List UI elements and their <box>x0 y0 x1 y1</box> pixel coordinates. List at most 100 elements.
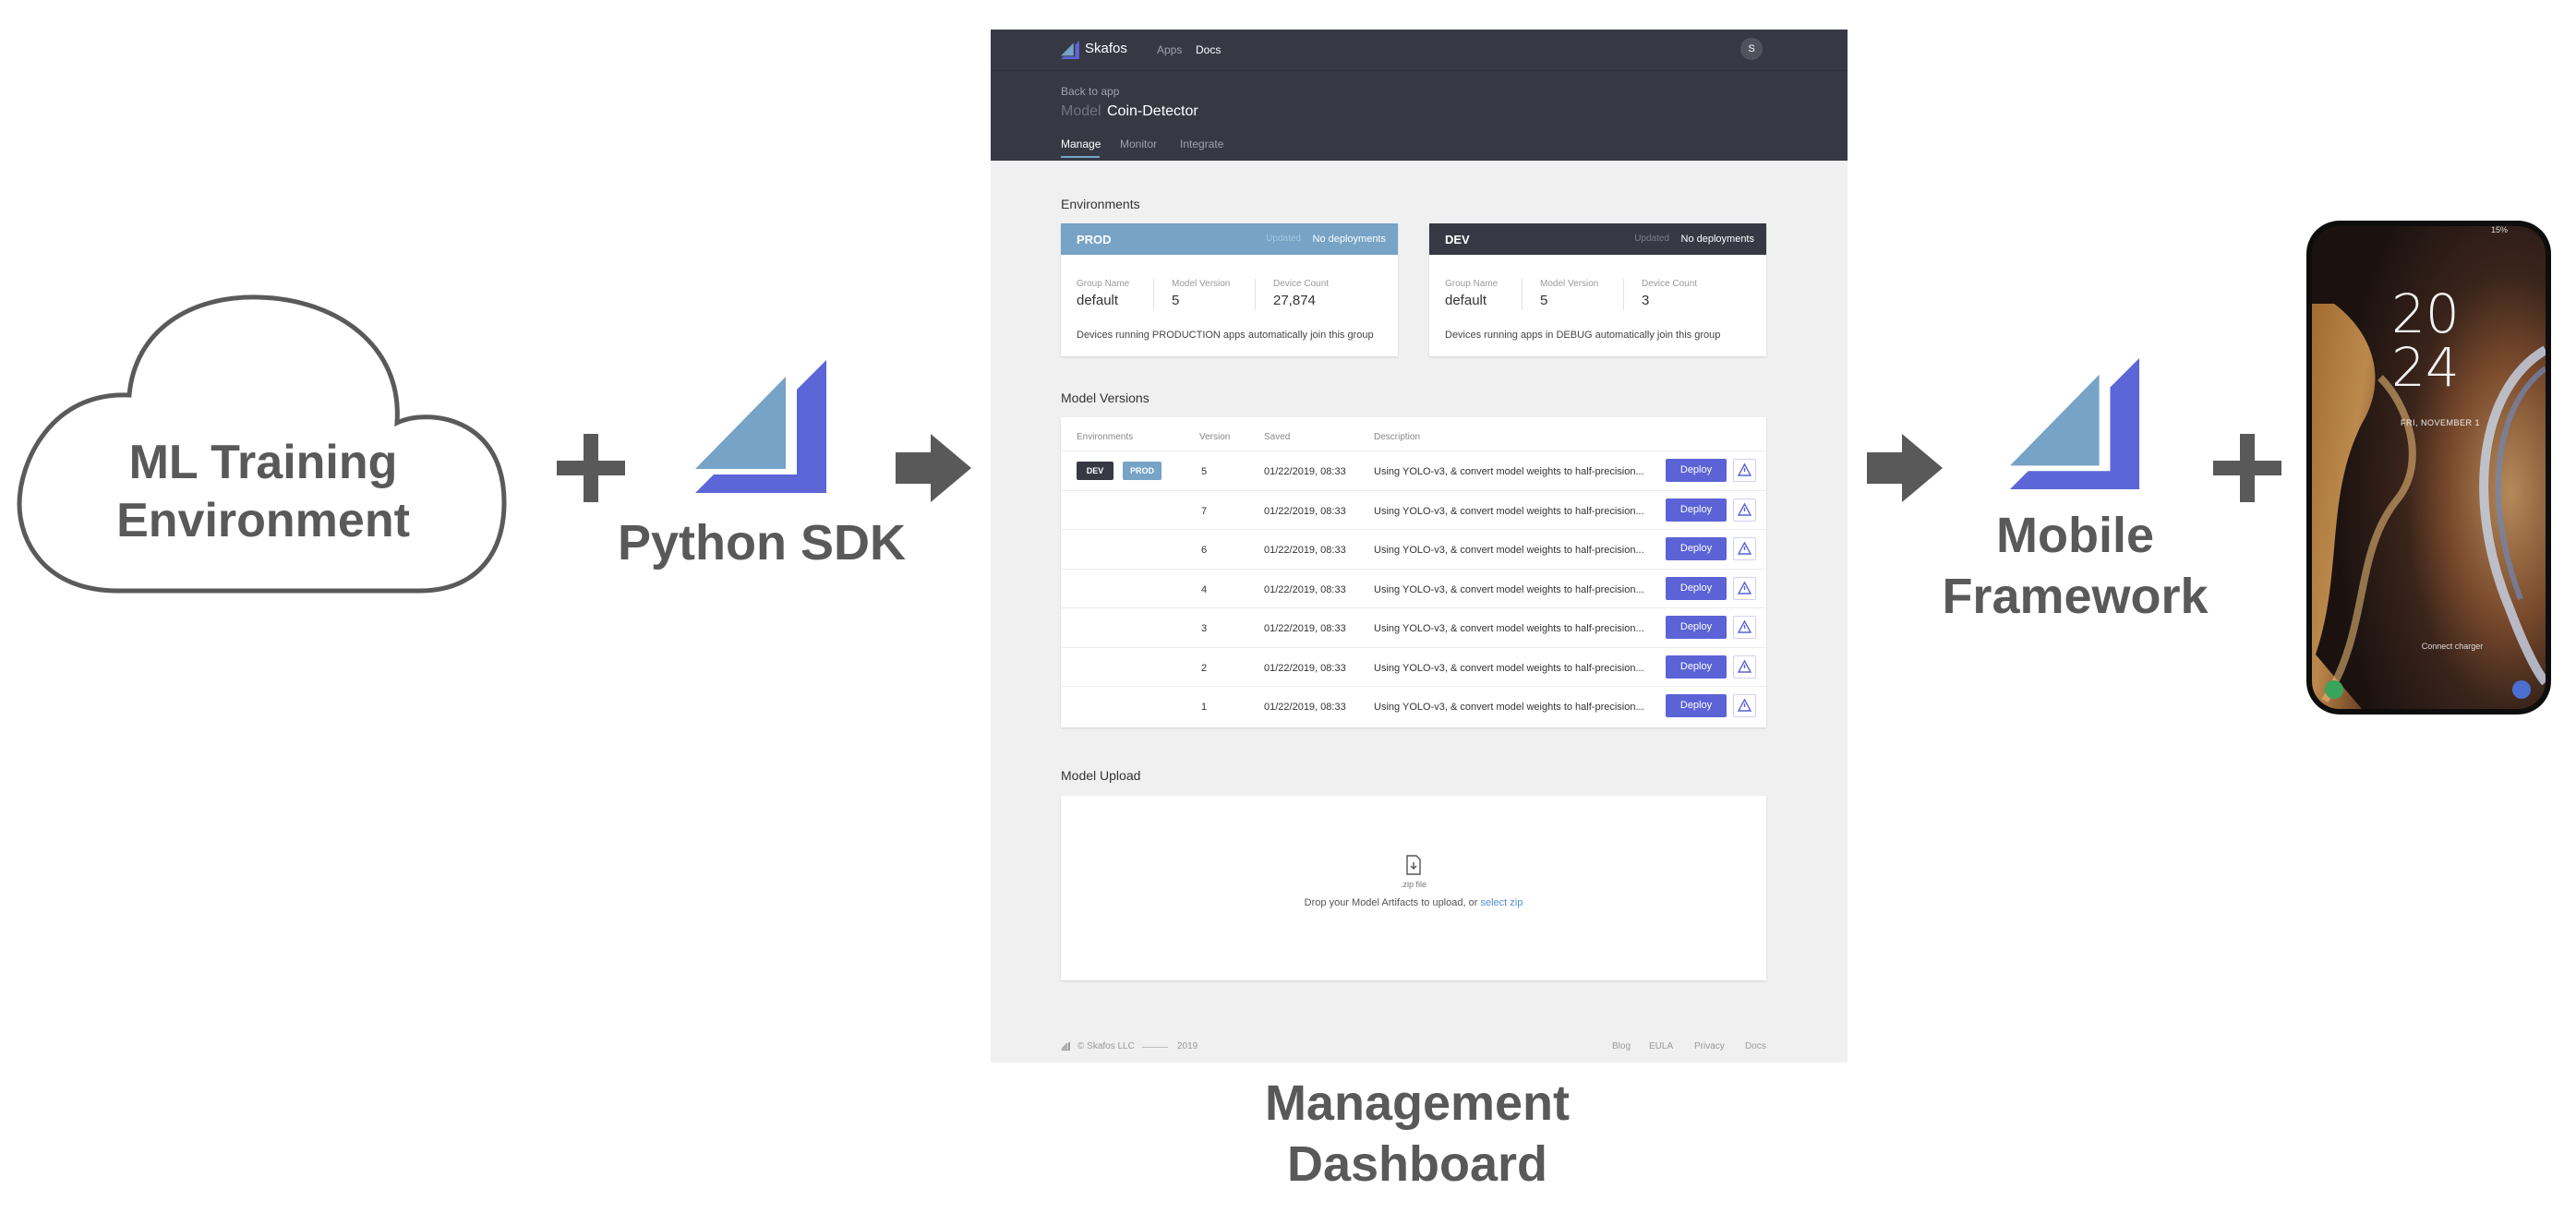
env-note: Devices running PRODUCTION apps automati… <box>1077 330 1374 341</box>
ml-training-label: ML Training Environment <box>55 434 471 551</box>
deploy-button[interactable]: Deploy <box>1666 498 1727 522</box>
ml-training-line-2: Environment <box>116 494 410 548</box>
footer-link-blog[interactable]: Blog <box>1612 1041 1631 1051</box>
upload-instructions: Drop your Model Artifacts to upload, or … <box>1061 897 1766 908</box>
version-cell: 2 <box>1201 662 1208 674</box>
skafos-footer-logo-icon <box>1061 1041 1070 1051</box>
plus-icon <box>557 434 625 502</box>
skafos-logo-icon <box>1061 41 1079 59</box>
saved-cell: 01/22/2019, 08:33 <box>1264 662 1346 674</box>
zip-file-icon <box>1406 855 1421 875</box>
smartphone-lockscreen: 15% 20 24 FRI, NOVEMBER 1 Connect charge… <box>2306 221 2551 715</box>
warning-icon[interactable] <box>1733 616 1756 639</box>
description-cell: Using YOLO-v3, & convert model weights t… <box>1374 702 1644 713</box>
footer-link-docs[interactable]: Docs <box>1745 1041 1766 1051</box>
arrow-right-icon <box>1867 434 1943 502</box>
column-header-saved: Saved <box>1264 432 1291 442</box>
model-version-value: 5 <box>1540 293 1548 308</box>
description-cell: Using YOLO-v3, & convert model weights t… <box>1374 583 1644 595</box>
model-version-label: Model Version <box>1172 279 1231 289</box>
lockscreen-date: FRI, NOVEMBER 1 <box>2400 418 2480 427</box>
environments-title: Environments <box>1061 197 1140 211</box>
env-card-header: PROD Updated No deployments <box>1061 223 1398 255</box>
battery-status: 15% <box>2491 225 2509 234</box>
tab-integrate[interactable]: Integrate <box>1180 138 1224 150</box>
env-name: DEV <box>1445 233 1470 246</box>
management-line-1: Management <box>1264 1075 1571 1131</box>
zip-file-label: .zip file <box>1400 880 1426 889</box>
warning-icon[interactable] <box>1733 459 1756 482</box>
device-count-value: 27,874 <box>1273 293 1316 308</box>
deploy-status: No deployments <box>1680 234 1755 245</box>
deploy-button[interactable]: Deploy <box>1666 576 1727 600</box>
tab-monitor[interactable]: Monitor <box>1120 138 1158 150</box>
deploy-button[interactable]: Deploy <box>1666 459 1727 482</box>
nav-apps[interactable]: Apps <box>1157 43 1183 56</box>
arrow-right-icon <box>896 434 971 502</box>
divider <box>1522 279 1523 310</box>
deploy-button[interactable]: Deploy <box>1666 655 1727 679</box>
back-link[interactable]: Back to app <box>1061 85 1120 98</box>
charge-note: Connect charger <box>2421 642 2484 651</box>
upload-dropzone[interactable]: .zip file Drop your Model Artifacts to u… <box>1061 796 1766 980</box>
cloud-icon <box>17 294 507 594</box>
ml-training-line-1: ML Training <box>128 436 398 489</box>
warning-icon[interactable] <box>1733 537 1756 560</box>
group-name-label: Group Name <box>1077 279 1130 289</box>
plus-icon <box>2213 434 2281 502</box>
version-cell: 5 <box>1201 466 1208 477</box>
description-cell: Using YOLO-v3, & convert model weights t… <box>1374 545 1644 556</box>
header-divider <box>991 70 1848 71</box>
select-zip-link[interactable]: select zip <box>1480 897 1523 908</box>
skafos-logo-icon <box>2009 358 2140 489</box>
env-note: Devices running apps in DEBUG automatica… <box>1445 330 1721 341</box>
footer-copyright: © Skafos LLC <box>1077 1041 1135 1051</box>
tab-manage[interactable]: Manage <box>1061 138 1101 150</box>
description-cell: Using YOLO-v3, & convert model weights t… <box>1374 662 1644 674</box>
warning-icon[interactable] <box>1733 576 1756 600</box>
saved-cell: 01/22/2019, 08:33 <box>1264 505 1346 517</box>
device-count-value: 3 <box>1642 293 1650 308</box>
active-tab-indicator <box>1061 156 1100 158</box>
version-cell: 7 <box>1201 505 1208 517</box>
device-count-label: Device Count <box>1642 279 1698 289</box>
deploy-button[interactable]: Deploy <box>1666 616 1727 639</box>
nav-docs[interactable]: Docs <box>1196 43 1222 56</box>
upload-text: Drop your Model Artifacts to upload, or <box>1304 897 1478 908</box>
env-card-dev: DEV Updated No deployments Group Name de… <box>1429 223 1766 356</box>
description-cell: Using YOLO-v3, & convert model weights t… <box>1374 466 1644 477</box>
avatar[interactable]: S <box>1740 38 1763 60</box>
footer-divider <box>1142 1047 1168 1048</box>
model-versions-title: Model Versions <box>1061 390 1150 405</box>
mobile-line-2: Framework <box>1942 568 2209 624</box>
saved-cell: 01/22/2019, 08:33 <box>1264 545 1346 556</box>
brand-name[interactable]: Skafos <box>1085 41 1127 56</box>
management-dashboard-label: Management Dashboard <box>1177 1074 1657 1195</box>
description-cell: Using YOLO-v3, & convert model weights t… <box>1374 623 1644 634</box>
clock: 20 24 <box>2391 282 2460 394</box>
warning-icon[interactable] <box>1733 694 1756 717</box>
footer-year: 2019 <box>1177 1041 1198 1051</box>
version-cell: 4 <box>1201 583 1208 595</box>
deploy-button[interactable]: Deploy <box>1666 694 1727 717</box>
footer-link-privacy[interactable]: Privacy <box>1694 1041 1725 1051</box>
divider <box>1153 279 1154 310</box>
group-name-value: default <box>1445 293 1487 308</box>
updated-label: Updated <box>1634 234 1669 244</box>
divider <box>1623 279 1624 310</box>
env-badge-prod: PROD <box>1123 462 1162 480</box>
deploy-button[interactable]: Deploy <box>1666 537 1727 560</box>
model-version-value: 5 <box>1172 293 1180 308</box>
divider <box>1255 279 1256 310</box>
env-badge-dev: DEV <box>1077 462 1113 480</box>
footer-link-eula[interactable]: EULA <box>1649 1041 1674 1051</box>
column-header-version: Version <box>1199 432 1231 442</box>
clock-hour: 20 <box>2391 282 2460 345</box>
model-version-label: Model Version <box>1540 279 1599 289</box>
warning-icon[interactable] <box>1733 498 1756 522</box>
warning-icon[interactable] <box>1733 655 1756 679</box>
